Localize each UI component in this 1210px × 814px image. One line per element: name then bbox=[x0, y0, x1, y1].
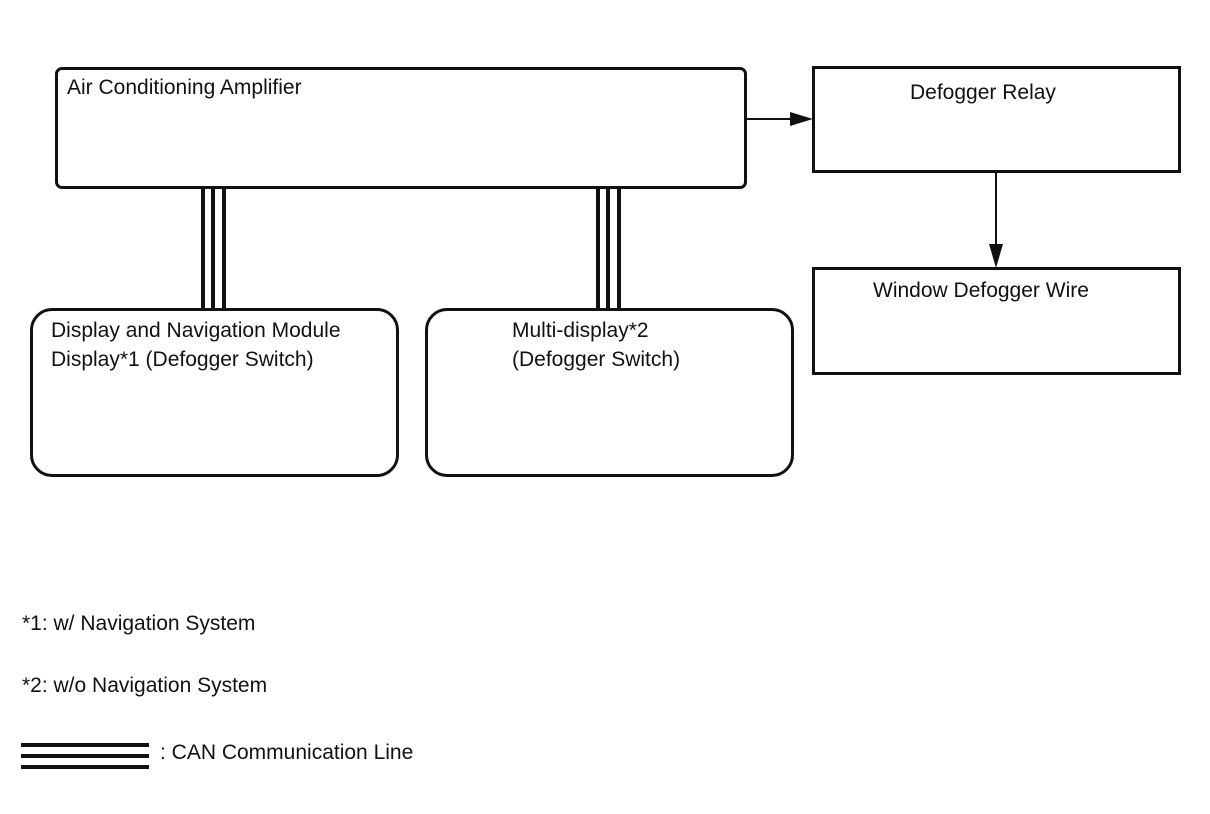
defogger-relay-block bbox=[812, 66, 1181, 173]
air-conditioning-amplifier-block bbox=[55, 67, 747, 189]
footnote-navigation: *1: w/ Navigation System bbox=[22, 612, 256, 635]
window-defogger-wire-label: Window Defogger Wire bbox=[873, 279, 1089, 302]
arrow-amplifier-to-relay bbox=[747, 112, 813, 126]
can-line-legend-label: : CAN Communication Line bbox=[160, 741, 414, 764]
air-conditioning-amplifier-label: Air Conditioning Amplifier bbox=[67, 76, 302, 99]
arrow-relay-to-defogger-wire bbox=[989, 172, 1003, 268]
multi-display-label-line2: (Defogger Switch) bbox=[512, 348, 681, 371]
display-navigation-module-label-line2: Display*1 (Defogger Switch) bbox=[51, 348, 314, 371]
can-line-nav-module bbox=[201, 188, 226, 310]
window-defogger-wire-block bbox=[812, 267, 1181, 375]
multi-display-label-line1: Multi-display*2 bbox=[512, 319, 649, 342]
can-line-legend-icon bbox=[21, 743, 149, 769]
multi-display-block bbox=[425, 308, 794, 477]
footnote-no-navigation: *2: w/o Navigation System bbox=[22, 674, 268, 697]
defogger-relay-label: Defogger Relay bbox=[910, 81, 1056, 104]
display-navigation-module-label-line1: Display and Navigation Module bbox=[51, 319, 341, 342]
display-navigation-module-block bbox=[30, 308, 399, 477]
can-line-multi-display bbox=[596, 188, 621, 310]
